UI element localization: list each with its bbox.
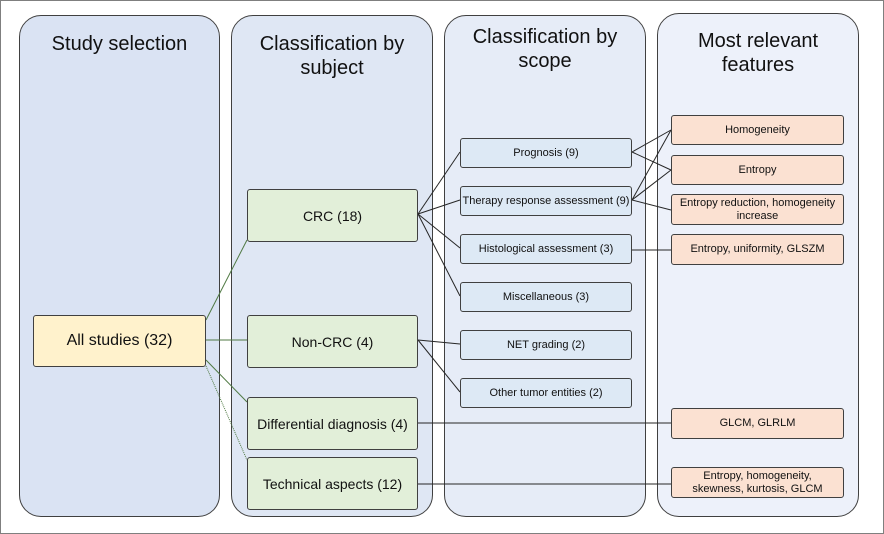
node-therapy-response: Therapy response assessment (9) [460,186,632,216]
node-all-studies: All studies (32) [33,315,206,367]
node-net-grading: NET grading (2) [460,330,632,360]
node-crc: CRC (18) [247,189,418,242]
node-entropy: Entropy [671,155,844,185]
node-glcm-glrlm: GLCM, GLRLM [671,408,844,439]
node-miscellaneous: Miscellaneous (3) [460,282,632,312]
node-differential-diagnosis: Differential diagnosis (4) [247,397,418,450]
node-entropy-uniformity-glszm: Entropy, uniformity, GLSZM [671,234,844,265]
link-crc-to-prognosis [417,151,461,215]
link-all-to-differential [205,359,248,403]
link-prognosis-to-entropy [631,151,672,171]
column-classification-scope: Classification by scope [444,15,646,517]
node-non-crc: Non-CRC (4) [247,315,418,368]
node-technical-aspects: Technical aspects (12) [247,457,418,510]
link-all-to-crc [205,239,248,321]
node-prognosis: Prognosis (9) [460,138,632,168]
node-entropy-skewness-kurtosis: Entropy, homogeneity, skewness, kurtosis… [671,467,844,498]
link-all-to-technical [205,365,248,461]
link-prognosis-to-homogeneity [631,129,672,153]
link-crc-to-misc [417,213,461,297]
column-title-classification-scope: Classification by scope [472,26,618,72]
link-crc-to-histological [417,213,461,249]
node-other-tumor-entities: Other tumor entities (2) [460,378,632,408]
node-histological-assessment: Histological assessment (3) [460,234,632,264]
link-therapy-to-homogeneity [631,129,672,201]
column-title-classification-subject: Classification by subject [259,33,405,79]
link-noncrc-to-other [417,339,461,393]
link-noncrc-to-net [417,339,461,345]
node-entropy-reduction: Entropy reduction, homogeneity increase [671,194,844,225]
link-therapy-to-entropy-reduction [631,199,672,211]
column-study-selection: Study selection [19,15,220,517]
column-title-study-selection: Study selection [51,33,188,55]
node-homogeneity: Homogeneity [671,115,844,145]
link-therapy-to-entropy [631,169,672,201]
link-crc-to-therapy [417,199,461,215]
column-title-relevant-features: Most relevant features [697,30,819,76]
